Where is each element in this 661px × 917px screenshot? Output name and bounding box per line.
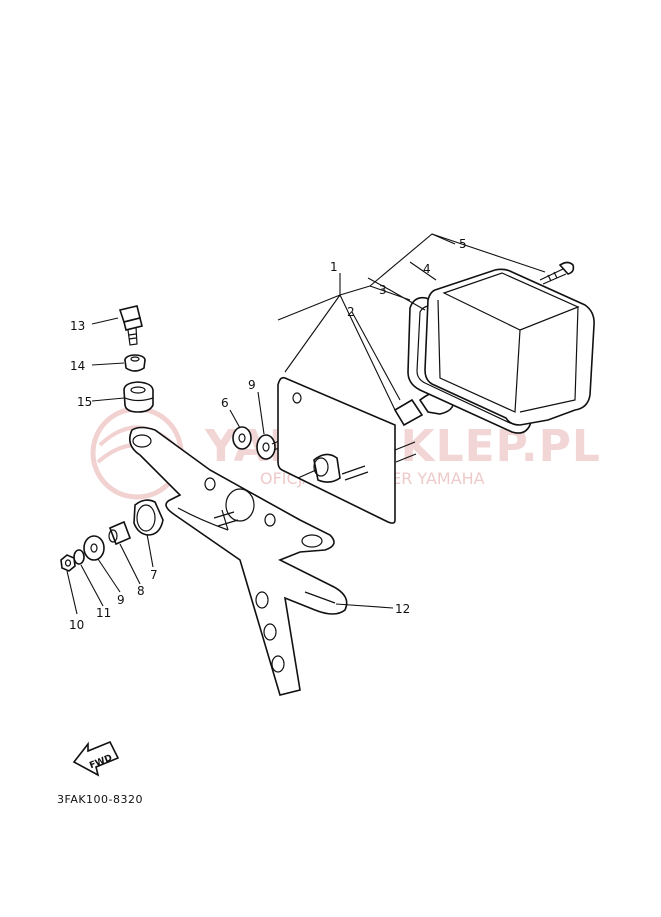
part-6-washer <box>232 426 252 450</box>
part-14-collar <box>124 354 146 372</box>
callout-13: 13 <box>70 319 85 333</box>
callout-11: 11 <box>96 606 111 620</box>
part-8-collar <box>108 520 132 546</box>
callout-6: 6 <box>221 396 229 410</box>
fwd-arrow-icon: FWD <box>72 740 120 777</box>
leader-lines <box>66 233 546 615</box>
callouts: 1 2 3 4 5 6 7 8 9 9 10 11 12 13 14 15 <box>69 237 467 632</box>
part-5-screw <box>539 261 575 285</box>
part-12-bracket <box>129 426 348 696</box>
callout-8: 8 <box>137 584 145 598</box>
callout-4: 4 <box>423 262 431 276</box>
part-11-lock-washer <box>73 549 85 565</box>
part-10-nut <box>60 554 76 572</box>
part-15-grommet <box>123 381 154 413</box>
callout-9-upper: 9 <box>248 378 256 392</box>
part-13-bolt <box>118 305 143 346</box>
part-4-lens <box>424 268 595 426</box>
callout-12: 12 <box>395 602 410 616</box>
callout-10: 10 <box>69 618 84 632</box>
callout-3: 3 <box>379 283 387 297</box>
part-9-lower-washer <box>83 535 105 561</box>
callout-14: 14 <box>70 359 85 373</box>
callout-9-lower: 9 <box>117 593 125 607</box>
diagram-code: 3FAK100-8320 <box>57 793 143 806</box>
callout-1: 1 <box>330 260 338 274</box>
callout-7: 7 <box>150 568 158 582</box>
part-7-damper <box>133 499 164 536</box>
callout-5: 5 <box>459 237 467 251</box>
callout-2: 2 <box>347 305 355 319</box>
callout-15: 15 <box>77 395 92 409</box>
part-1-base-plate <box>277 376 417 524</box>
